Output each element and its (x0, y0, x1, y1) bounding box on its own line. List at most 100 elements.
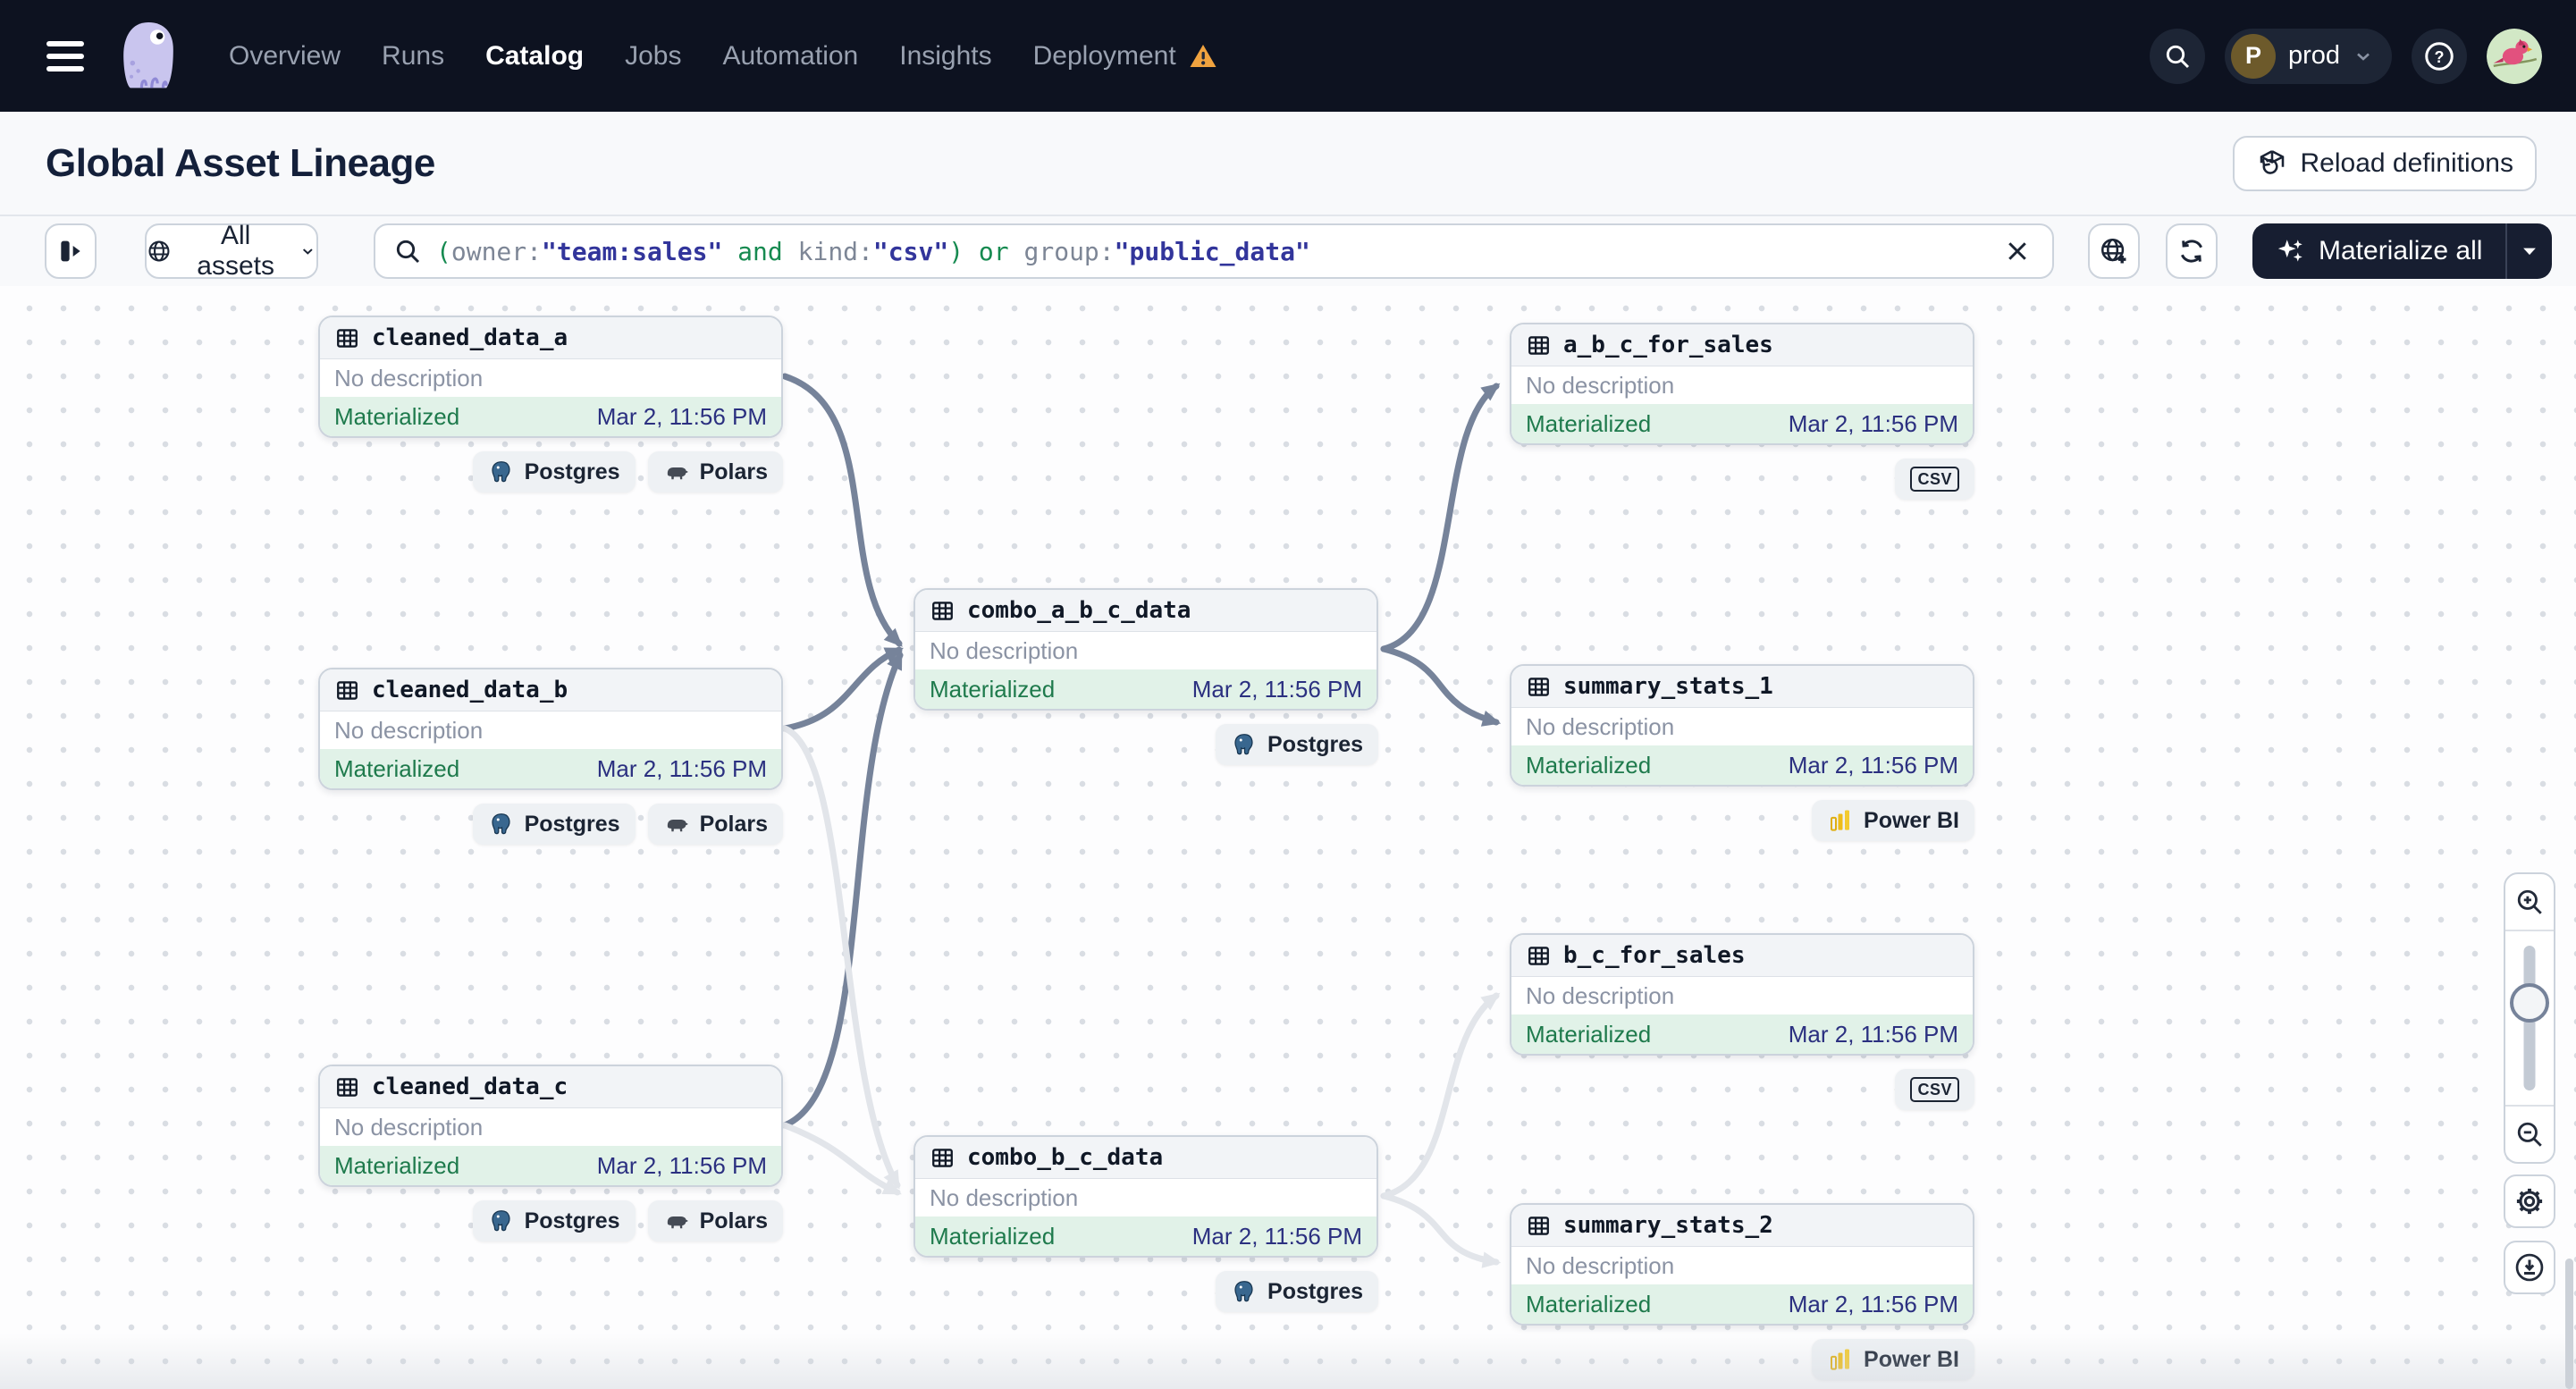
kind-tag-csv[interactable]: csv (1895, 459, 1974, 500)
kind-tag-power-bi[interactable]: Power BI (1812, 1339, 1974, 1380)
materialize-all-label: Materialize all (2319, 236, 2483, 265)
kind-tag-postgres[interactable]: Postgres (472, 1200, 636, 1242)
polars-icon (667, 467, 688, 480)
search-icon (396, 240, 420, 264)
sparkles-icon (2277, 240, 2302, 262)
expand-panel-button[interactable] (45, 223, 97, 279)
nav-item-label: Catalog (485, 40, 585, 71)
lineage-toolbar: All assets (owner:"team:sales" and kind:… (0, 216, 2576, 286)
reload-definitions-label: Reload definitions (2300, 147, 2514, 178)
materialization-timestamp: Mar 2, 11:56 PM (596, 754, 767, 782)
nav-item-label: Insights (899, 40, 992, 71)
query-segment: and (722, 236, 798, 266)
kind-tag-postgres[interactable]: Postgres (1216, 1271, 1378, 1312)
dagster-octopus-icon (123, 21, 173, 88)
open-panel-icon (61, 240, 80, 262)
deployment-switcher[interactable]: P prod (2224, 28, 2392, 84)
kind-tag-postgres[interactable]: Postgres (472, 451, 636, 492)
user-avatar[interactable] (2487, 28, 2542, 84)
close-icon (2008, 242, 2026, 260)
clear-filter-button[interactable] (2000, 234, 2034, 268)
nav-item-runs[interactable]: Runs (382, 41, 444, 72)
nav-item-overview[interactable]: Overview (229, 41, 341, 72)
zoom-slider-handle[interactable] (2510, 983, 2549, 1023)
kind-tag-csv[interactable]: csv (1895, 1069, 1974, 1110)
table-icon (1528, 335, 1549, 355)
kind-tag-postgres[interactable]: Postgres (1216, 724, 1378, 765)
zoom-slider[interactable] (2505, 931, 2554, 1105)
asset-filter-input[interactable]: (owner:"team:sales" and kind:"csv") or g… (374, 223, 2054, 279)
asset-tag-row: Postgres (913, 1271, 1378, 1312)
kind-tag-power-bi[interactable]: Power BI (1812, 800, 1974, 841)
asset-description: No description (915, 632, 1376, 669)
kind-tag-polars[interactable]: Polars (647, 451, 783, 492)
asset-scope-dropdown[interactable]: All assets (145, 221, 318, 281)
chevron-down-icon (2357, 53, 2370, 61)
query-segment: kind: (797, 236, 873, 266)
materialization-timestamp: Mar 2, 11:56 PM (1788, 1020, 1958, 1048)
postgres-icon (491, 1210, 510, 1232)
search-button[interactable] (2149, 28, 2205, 84)
asset-name: summary_stats_1 (1563, 673, 1773, 700)
zoom-in-button[interactable] (2505, 874, 2554, 931)
nav-item-deployment[interactable]: Deployment (1033, 41, 1217, 72)
table-icon (1528, 677, 1549, 696)
kind-tag-postgres[interactable]: Postgres (472, 804, 636, 845)
nav-item-jobs[interactable]: Jobs (625, 41, 681, 72)
refresh-button[interactable] (2166, 223, 2218, 279)
asset-description: No description (1511, 1247, 1973, 1284)
status-badge: Materialized (930, 675, 1056, 703)
asset-tag-row: Postgres Polars (318, 451, 783, 492)
kind-tag-label: Power BI (1864, 1346, 1959, 1372)
asset-description: No description (320, 711, 781, 749)
download-graph-button[interactable] (2504, 1241, 2555, 1294)
main-nav: Overview Runs Catalog Jobs Automation Insight… (229, 41, 1217, 72)
asset-tag-row: Power BI (1510, 1339, 1974, 1380)
nav-item-automation[interactable]: Automation (722, 41, 858, 72)
filter-presets-button[interactable] (2088, 223, 2140, 279)
asset-tag-row: Postgres (913, 724, 1378, 765)
asset-name: cleaned_data_b (372, 677, 568, 703)
lineage-edges (781, 373, 1502, 1268)
table-icon (932, 601, 953, 620)
menu-icon[interactable] (39, 34, 91, 79)
zoom-control-panel (2504, 872, 2555, 1164)
avatar-bird-image (2487, 28, 2542, 84)
graph-settings-button[interactable] (2504, 1174, 2555, 1228)
status-badge: Materialized (334, 402, 460, 430)
asset-name: cleaned_data_c (372, 1073, 568, 1100)
vertical-scrollbar[interactable] (2565, 1259, 2573, 1389)
lineage-edge-combo_a_b_c_data-to-a_b_c_for_sales (1380, 383, 1501, 652)
nav-item-insights[interactable]: Insights (899, 41, 991, 72)
nav-item-label: Overview (229, 40, 341, 71)
caret-down-icon (2523, 248, 2537, 256)
status-badge: Materialized (1526, 1290, 1652, 1317)
reload-definitions-button[interactable]: Reload definitions (2232, 135, 2537, 191)
kind-tag-polars[interactable]: Polars (647, 1200, 783, 1242)
help-button[interactable]: ? (2412, 28, 2467, 84)
zoom-out-button[interactable] (2505, 1105, 2554, 1162)
dagster-logo[interactable] (114, 18, 182, 95)
table-icon (337, 1077, 358, 1097)
nav-item-catalog[interactable]: Catalog (485, 41, 584, 72)
materialize-options-button[interactable] (2505, 223, 2553, 279)
svg-text:?: ? (2435, 47, 2445, 65)
materialize-all-button[interactable]: Materialize all (2252, 223, 2506, 279)
kind-tag-label: Postgres (1267, 731, 1363, 757)
table-icon (1528, 1216, 1549, 1235)
kind-tag-polars[interactable]: Polars (647, 804, 783, 845)
asset-name: cleaned_data_a (372, 324, 568, 351)
